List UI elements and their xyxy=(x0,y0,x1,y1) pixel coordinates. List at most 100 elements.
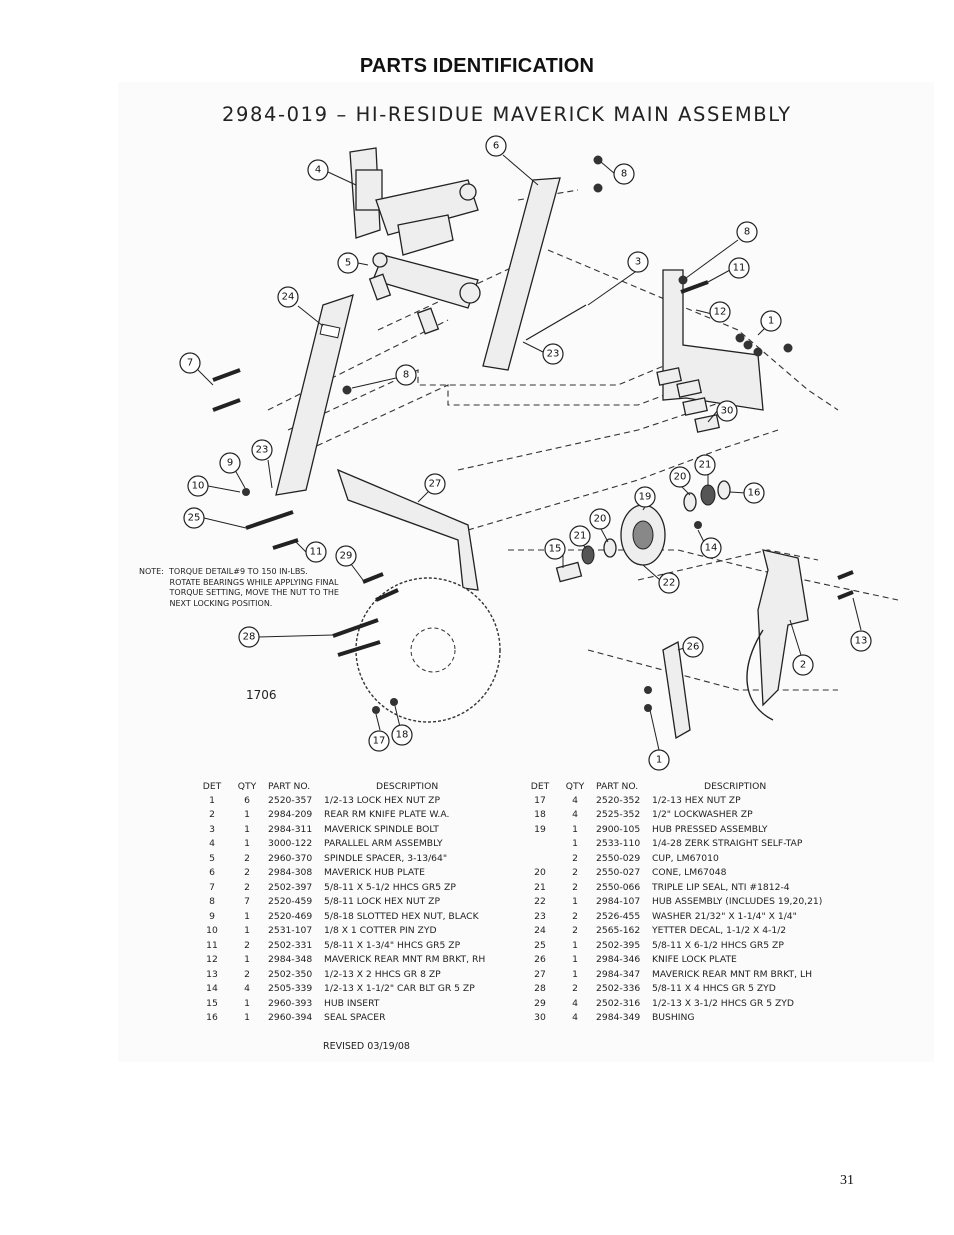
callout-4: 4 xyxy=(307,159,357,186)
callout-7: 7 xyxy=(179,352,214,386)
cell-part-no: 2984-346 xyxy=(596,954,641,966)
svg-text:14: 14 xyxy=(705,543,718,554)
svg-text:17: 17 xyxy=(373,736,386,747)
callout-20b: 20 xyxy=(589,508,611,543)
cell-part-no: 2984-107 xyxy=(596,896,641,908)
callout-27: 27 xyxy=(417,473,446,503)
cell-det: 3 xyxy=(209,823,215,835)
callout-13: 13 xyxy=(850,597,872,652)
cell-det: 13 xyxy=(206,968,218,980)
cell-qty: 2 xyxy=(572,983,578,995)
nuts xyxy=(242,155,793,714)
cell-det: 28 xyxy=(534,983,546,995)
cell-part-no: 2984-347 xyxy=(596,968,641,980)
callout-11a: 11 xyxy=(707,257,750,283)
cell-det xyxy=(526,837,554,852)
cell-description: 1/8 X 1 COTTER PIN ZYD xyxy=(324,925,437,937)
svg-text:8: 8 xyxy=(403,370,409,381)
cell-det: 15 xyxy=(206,997,218,1009)
cell-description: HUB ASSEMBLY (INCLUDES 19,20,21) xyxy=(652,896,823,908)
svg-text:24: 24 xyxy=(282,292,295,303)
cell-description: 5/8-18 SLOTTED HEX NUT, BLACK xyxy=(324,910,479,922)
cell-det: 12 xyxy=(206,954,218,966)
cell-det: 2 xyxy=(209,809,215,821)
callout-1b: 1 xyxy=(648,709,670,771)
callout-26: 26 xyxy=(677,636,704,658)
svg-text:5: 5 xyxy=(345,258,351,269)
cell-qty: 1 xyxy=(244,910,250,922)
callout-21b: 21 xyxy=(569,525,591,549)
header-description: DESCRIPTION xyxy=(704,780,767,792)
svg-text:8: 8 xyxy=(744,227,750,238)
cell-qty: 2 xyxy=(572,925,578,937)
triple-lip-seal xyxy=(700,484,716,506)
cell-qty: 2 xyxy=(572,867,578,879)
cell-part-no: 2502-395 xyxy=(596,939,641,951)
cell-description: YETTER DECAL, 1-1/2 X 4-1/2 xyxy=(652,925,787,937)
cell-det: 17 xyxy=(534,794,546,806)
cell-det: 21 xyxy=(534,881,546,893)
cell-qty: 1 xyxy=(244,954,250,966)
cell-qty: 1 xyxy=(244,823,250,835)
cell-det: 30 xyxy=(534,1012,546,1024)
svg-text:23: 23 xyxy=(256,445,269,456)
svg-text:13: 13 xyxy=(855,636,868,647)
cell-qty: 1 xyxy=(244,997,250,1009)
cell-qty: 4 xyxy=(572,1012,578,1024)
exploded-assembly-diagram: 1 1 2 3 4 5 6 7 8 8 8 9 10 11 11 12 13 1… xyxy=(179,135,899,771)
assembly-line xyxy=(467,429,779,531)
callout-25: 25 xyxy=(183,507,247,529)
cell-part-no: 2984-209 xyxy=(268,809,313,821)
cell-det: 20 xyxy=(534,867,546,879)
header-qty: QTY xyxy=(237,780,257,792)
cell-description: BUSHING xyxy=(652,1012,695,1024)
cell-qty: 1 xyxy=(572,896,578,908)
assembly-line xyxy=(587,649,838,691)
cell-description: HUB INSERT xyxy=(324,997,380,1009)
cell-part-no: 2984-311 xyxy=(268,823,313,835)
cell-description: PARALLEL ARM ASSEMBLY xyxy=(324,838,443,850)
svg-text:28: 28 xyxy=(243,632,256,643)
svg-text:4: 4 xyxy=(315,165,321,176)
cell-part-no: 2520-459 xyxy=(268,896,313,908)
cell-det: 18 xyxy=(534,809,546,821)
callout-23b: 23 xyxy=(251,439,273,489)
svg-text:9: 9 xyxy=(227,458,233,469)
cell-part-no: 2565-162 xyxy=(596,925,641,937)
cell-det: 29 xyxy=(534,997,546,1009)
svg-text:21: 21 xyxy=(574,531,587,542)
callout-17: 17 xyxy=(368,713,390,752)
cell-part-no: 3000-122 xyxy=(268,838,313,850)
callout-3: 3 xyxy=(587,251,649,306)
page-number: 31 xyxy=(840,1173,854,1188)
header-part-no: PART NO. xyxy=(268,780,311,792)
cell-part-no: 2550-027 xyxy=(596,867,641,879)
rear-mount-bracket-lh xyxy=(336,468,479,591)
bolts xyxy=(212,280,854,657)
cell-qty: 6 xyxy=(244,794,250,806)
hub-insert xyxy=(555,561,583,583)
cell-qty: 2 xyxy=(572,910,578,922)
callout-8b: 8 xyxy=(685,221,758,279)
assembly-line xyxy=(267,319,449,411)
cell-det: 4 xyxy=(209,838,215,850)
cell-part-no: 2960-370 xyxy=(268,852,313,864)
table-header: DET QTY PART NO. DESCRIPTION xyxy=(198,779,524,793)
svg-text:18: 18 xyxy=(396,730,409,741)
hub-assembly xyxy=(620,504,666,566)
cell-description: HUB PRESSED ASSEMBLY xyxy=(652,823,768,835)
cell-qty: 1 xyxy=(572,968,578,980)
callout-14: 14 xyxy=(697,529,722,559)
